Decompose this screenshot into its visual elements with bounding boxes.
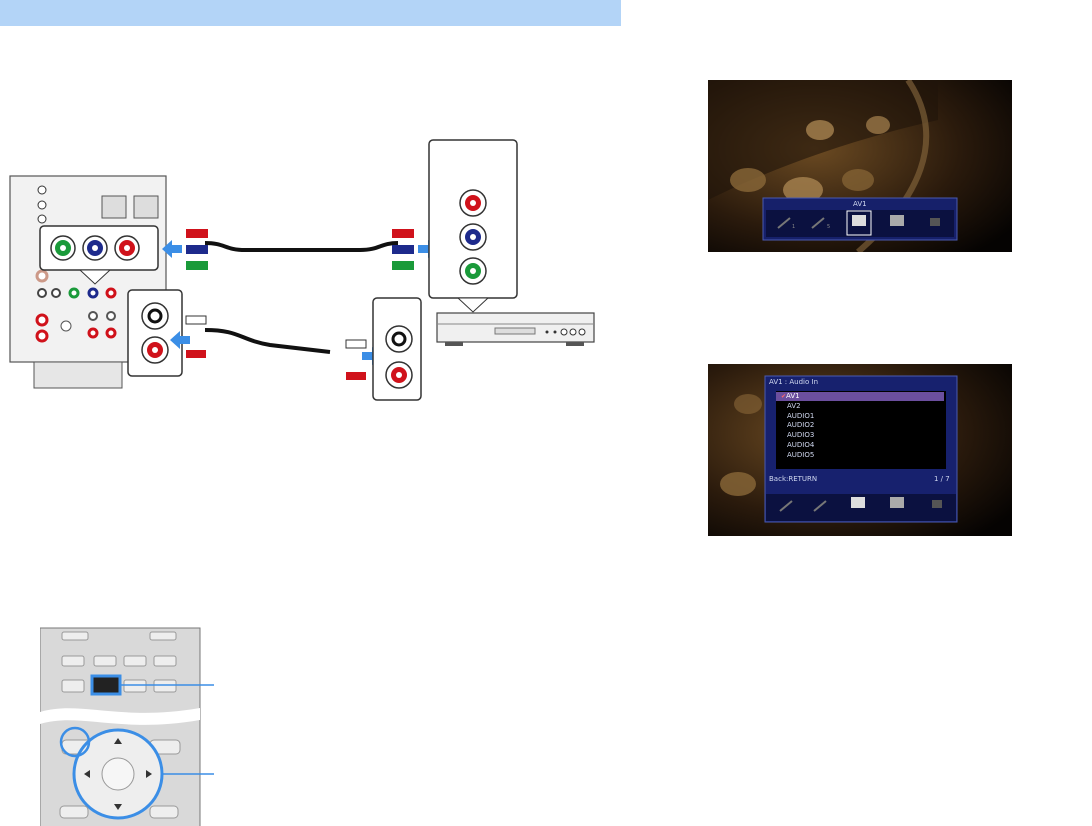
source-video-device bbox=[436, 312, 595, 346]
component-connection-diagram bbox=[9, 139, 595, 401]
component-video-cable bbox=[204, 241, 399, 252]
receiver-component-video-callout bbox=[39, 225, 159, 285]
osd-thumb-label-5: 5 bbox=[827, 224, 831, 230]
tv-screen-audio-in: AV1 : Audio In ✔AV1 AV2 AUDIO1 AUDIO2 AU… bbox=[708, 364, 1012, 536]
arrow-up-icon bbox=[114, 738, 122, 744]
osd-option-audio5[interactable]: AUDIO5 bbox=[787, 450, 815, 459]
source-component-video-callout bbox=[428, 139, 518, 313]
osd-option-audio3[interactable]: AUDIO3 bbox=[787, 431, 815, 440]
osd-page-indicator: 1 / 7 bbox=[934, 475, 950, 483]
osd-option-audio4[interactable]: AUDIO4 bbox=[787, 440, 815, 449]
osd-audio-in-options: ✔AV1 AV2 AUDIO1 AUDIO2 AUDIO3 AUDIO4 AUD… bbox=[779, 392, 943, 461]
tv-screen-input-select: AV1 1 5 bbox=[708, 80, 1012, 252]
arrow-left-icon bbox=[84, 770, 90, 778]
osd-thumb-label-1: 1 bbox=[792, 224, 796, 230]
osd-option-av2[interactable]: AV2 bbox=[787, 401, 801, 410]
arrow-down-icon bbox=[114, 804, 122, 810]
source-audio-callout bbox=[372, 297, 422, 401]
osd-back-hint: Back:RETURN bbox=[769, 475, 818, 483]
audio-cable bbox=[204, 328, 331, 354]
option-key-highlight bbox=[90, 674, 122, 696]
osd-option-av1[interactable]: ✔AV1 bbox=[781, 392, 800, 400]
arrow-right-icon bbox=[146, 770, 152, 778]
section-header-bar bbox=[0, 0, 621, 26]
osd-panel-title: AV1 : Audio In bbox=[769, 378, 819, 386]
osd-selector-title: AV1 bbox=[853, 200, 867, 208]
osd-option-audio2[interactable]: AUDIO2 bbox=[787, 421, 815, 430]
receiver-audio-callout bbox=[127, 289, 183, 377]
arrow-left-icon bbox=[162, 240, 182, 258]
remote-control-illustration bbox=[40, 627, 214, 826]
osd-option-audio1[interactable]: AUDIO1 bbox=[787, 411, 815, 420]
check-icon: ✔ bbox=[781, 393, 787, 400]
